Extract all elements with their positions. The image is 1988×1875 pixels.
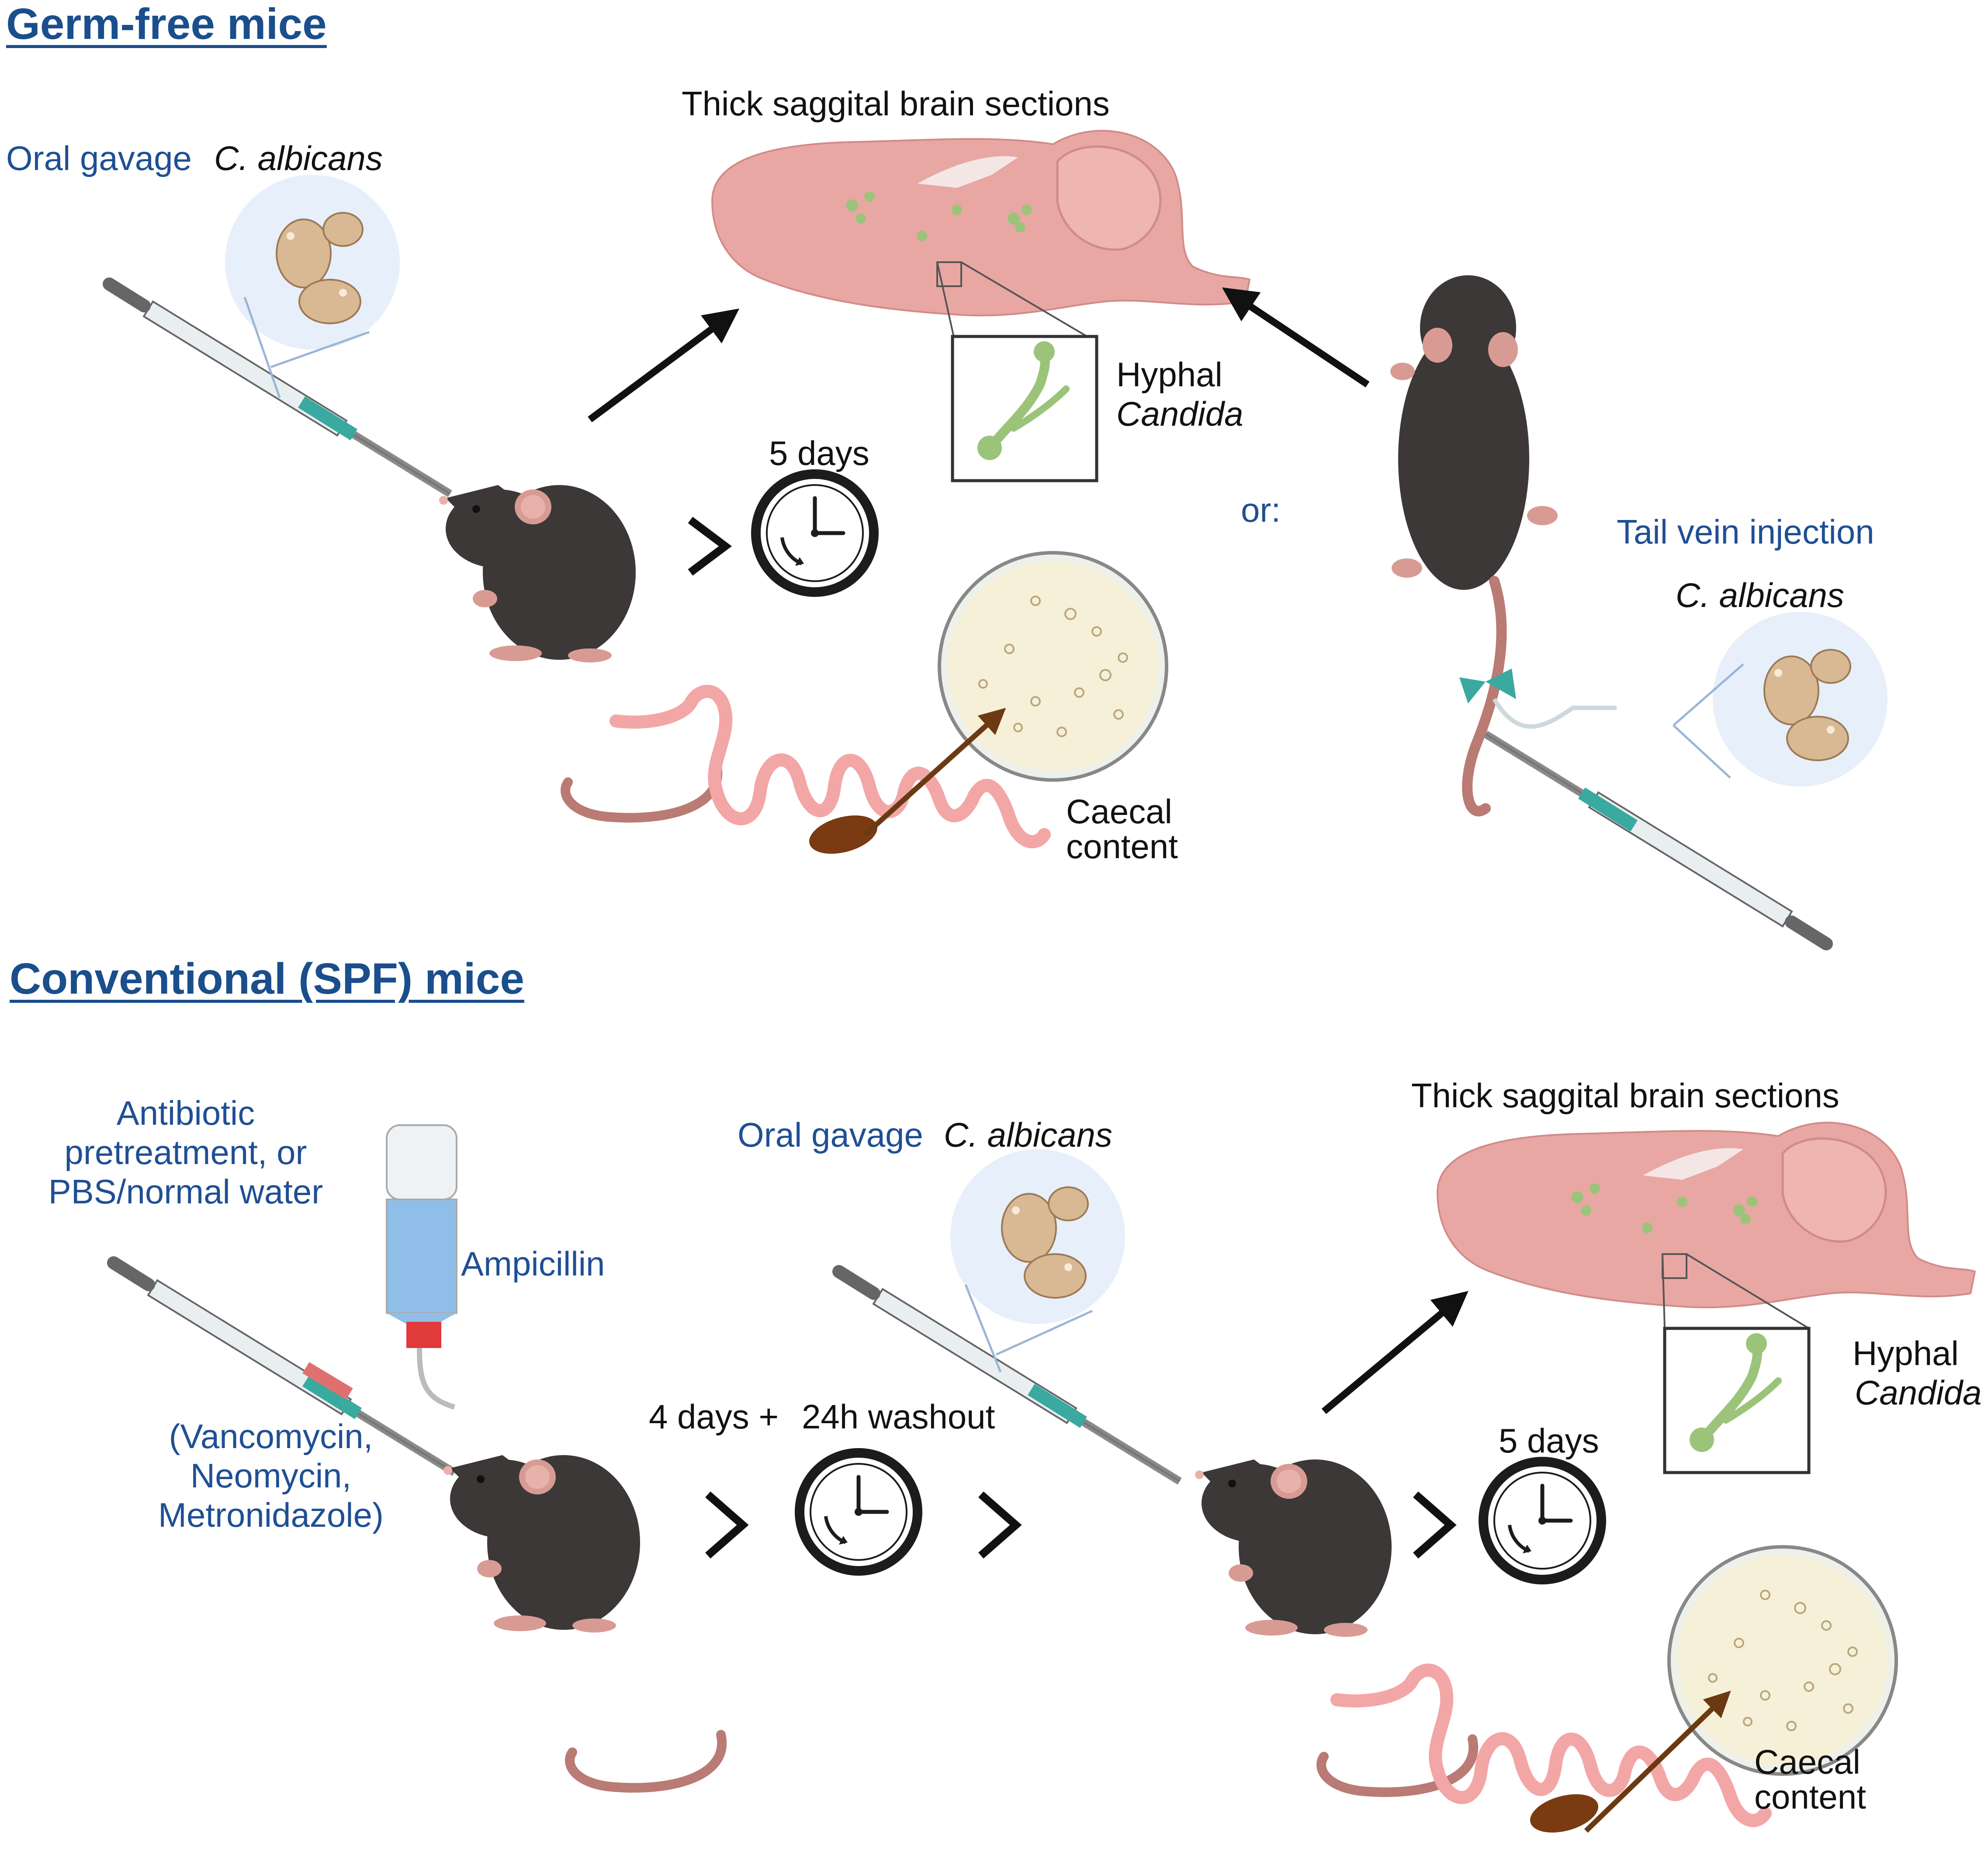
gf-brain-title: Thick saggital brain sections [682, 84, 1110, 123]
conv-brain-title: Thick saggital brain sections [1411, 1076, 1839, 1115]
gf-candida-label: Candida [1116, 395, 1243, 433]
gf-organism: C. albicans [214, 139, 383, 177]
conv-heading: Conventional (SPF) mice [10, 954, 524, 1003]
gf-duration: 5 days [769, 434, 869, 472]
gf-brain [712, 131, 1250, 315]
gf-or-label: or: [1241, 491, 1281, 529]
conv-hyphal-label: Hyphal [1853, 1334, 1959, 1372]
conv-brain [1437, 1123, 1975, 1307]
conv-ampicillin-label: Ampicillin [461, 1244, 605, 1283]
gf-arrow-to-brain [588, 308, 740, 423]
conv-content-label: content [1754, 1778, 1866, 1816]
gf-tail-organism: C. albicans [1676, 576, 1844, 614]
conv-antibiotic-line2: pretreatment, or [64, 1133, 307, 1171]
conv-antibiotic-line3: PBS/normal water [48, 1172, 323, 1211]
conv-clock-2 [1483, 1462, 1601, 1580]
conv-hyphae-inset [1662, 1253, 1809, 1473]
conv-antibiotic-line1: Antibiotic [116, 1094, 255, 1132]
conv-organism: C. albicans [944, 1116, 1112, 1154]
gf-tail-fungal-cells [1673, 611, 1888, 787]
conv-mouse-1 [443, 1455, 722, 1788]
conv-duration: 5 days [1499, 1421, 1599, 1460]
gf-oral-gavage-label: Oral gavage [6, 139, 192, 177]
conv-clock-1 [800, 1453, 918, 1571]
conv-washout: 24h washout [802, 1397, 995, 1436]
conv-petri-dish [1669, 1547, 1896, 1774]
conv-pretreat-duration: 4 days + [649, 1397, 779, 1436]
gf-mouse [439, 485, 717, 818]
gf-content-label: content [1066, 827, 1178, 866]
gf-petri-dish [939, 553, 1167, 780]
gf-tail-vein-label: Tail vein injection [1617, 513, 1874, 551]
conv-candida-label: Candida [1855, 1373, 1982, 1412]
gf-tail-vein-mouse [1390, 275, 1617, 817]
conv-arrow-to-plate [1584, 1691, 1731, 1833]
conv-drug-line1: (Vancomycin, [169, 1417, 373, 1456]
gf-hyphal-label: Hyphal [1116, 355, 1223, 394]
conv-fungal-cells [949, 1148, 1126, 1372]
conv-chevron-2 [978, 1491, 1022, 1559]
conv-oral-gavage-label: Oral gavage [738, 1116, 923, 1154]
conv-pretreat-syringe [114, 1263, 454, 1473]
gf-heading: Germ-free mice [6, 0, 327, 49]
conv-chevron-1 [705, 1491, 749, 1559]
gf-caecal-label: Caecal [1066, 792, 1172, 831]
conv-drug-line3: Metronidazole) [158, 1496, 384, 1534]
conv-arrow-to-brain [1321, 1291, 1468, 1414]
gf-fungal-cells [224, 174, 401, 398]
gf-arrow-from-tail-vein [1222, 287, 1370, 388]
gf-hyphae-inset [936, 261, 1097, 481]
conv-caecal-label: Caecal [1754, 1743, 1860, 1781]
conv-chevron-3 [1413, 1491, 1457, 1559]
gf-clock [756, 474, 874, 592]
gf-chevron [688, 516, 732, 576]
gf-arrow-to-plate [863, 707, 1006, 837]
conv-water-bottle [386, 1124, 457, 1410]
conv-drug-line2: Neomycin, [190, 1456, 352, 1495]
